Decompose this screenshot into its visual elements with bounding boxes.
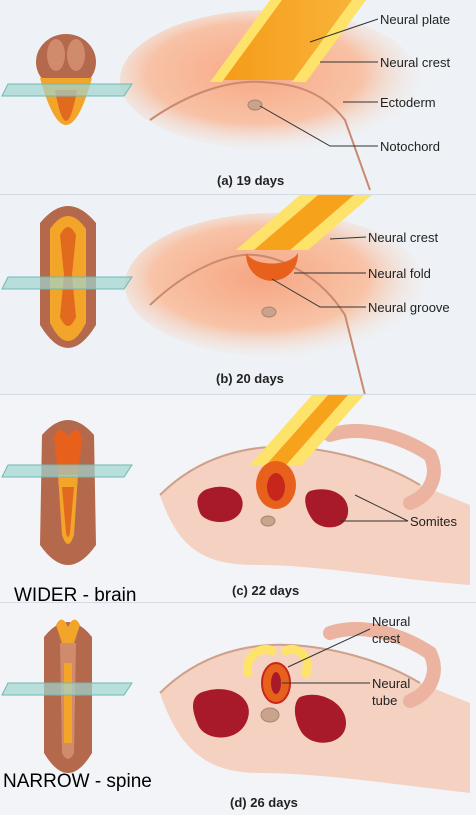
- panel-22-days: Somites WIDER - brain (c) 22 days: [0, 394, 476, 603]
- embryo-22-days: [40, 420, 96, 565]
- notochord: [260, 707, 280, 723]
- panel-a-illustration: [1, 0, 420, 191]
- label-neural-crest-text: Neural crest: [372, 614, 411, 646]
- neural-crest-cells: [242, 645, 312, 678]
- note-wider-brain: WIDER - brain: [14, 585, 137, 603]
- neural-crest-left: [236, 195, 318, 250]
- somite-left: [197, 486, 243, 523]
- neural-crest-right: [290, 195, 372, 250]
- ectoderm-edge: [149, 253, 366, 395]
- label-neural-fold: Neural fold: [368, 266, 431, 281]
- ectoderm-region: [125, 213, 425, 357]
- section-plane: [1, 464, 133, 478]
- label-neural-plate: Neural plate: [380, 12, 451, 27]
- caption-19-days: (a) 19 days: [217, 173, 285, 188]
- embryo-26-days: [44, 619, 92, 773]
- neural-crest-right: [286, 395, 364, 465]
- closing-fold: [266, 395, 348, 465]
- somite-stack-background: [323, 424, 441, 510]
- label-neural-crest: Neural crest: [372, 613, 432, 647]
- neural-groove: [246, 253, 298, 281]
- label-neural-tube: Neural tube: [372, 675, 432, 709]
- neural-crest-left: [250, 395, 328, 465]
- somite-stack-background: [323, 622, 441, 708]
- caption-20-days: (b) 20 days: [216, 371, 284, 386]
- note-narrow-spine: NARROW - spine: [3, 771, 152, 792]
- notochord: [247, 99, 263, 111]
- panel-20-days: Neural crest Neural fold Neural groove (…: [0, 194, 476, 395]
- panel-d-illustration: [1, 619, 470, 793]
- panel-26-days: Neural crest Neural tube NARROW - spine …: [0, 602, 476, 815]
- somite-left: [193, 689, 249, 738]
- label-ectoderm: Ectoderm: [380, 95, 436, 110]
- label-neural-crest: Neural crest: [368, 230, 439, 245]
- label-neural-groove: Neural groove: [368, 300, 450, 315]
- panel-19-days: Neural plate Neural crest Ectoderm Notoc…: [0, 0, 476, 194]
- caption-26-days: (d) 26 days: [230, 795, 298, 810]
- panel-b-illustration: [1, 195, 425, 395]
- section-plane: [1, 276, 133, 290]
- neural-crest-right: [292, 0, 366, 82]
- panel-c-illustration: [1, 395, 470, 585]
- notochord: [261, 306, 277, 318]
- caption-22-days: (c) 22 days: [232, 583, 300, 598]
- label-notochord: Notochord: [380, 139, 440, 154]
- section-plane: [1, 682, 133, 696]
- somite-right: [294, 694, 346, 743]
- section-plane: [1, 83, 133, 97]
- neural-crest-left: [210, 0, 282, 82]
- notochord: [260, 515, 276, 527]
- embryo-19-days: [36, 34, 96, 125]
- neural-fold-sheet: [254, 195, 354, 250]
- label-neural-tube-text: Neural tube: [372, 676, 411, 708]
- ectoderm-edge: [149, 80, 371, 191]
- ectoderm-edge: [159, 643, 421, 694]
- label-neural-crest: Neural crest: [380, 55, 451, 70]
- somite-right: [305, 489, 349, 528]
- label-somites: Somites: [410, 514, 457, 529]
- neural-plate: [218, 0, 360, 80]
